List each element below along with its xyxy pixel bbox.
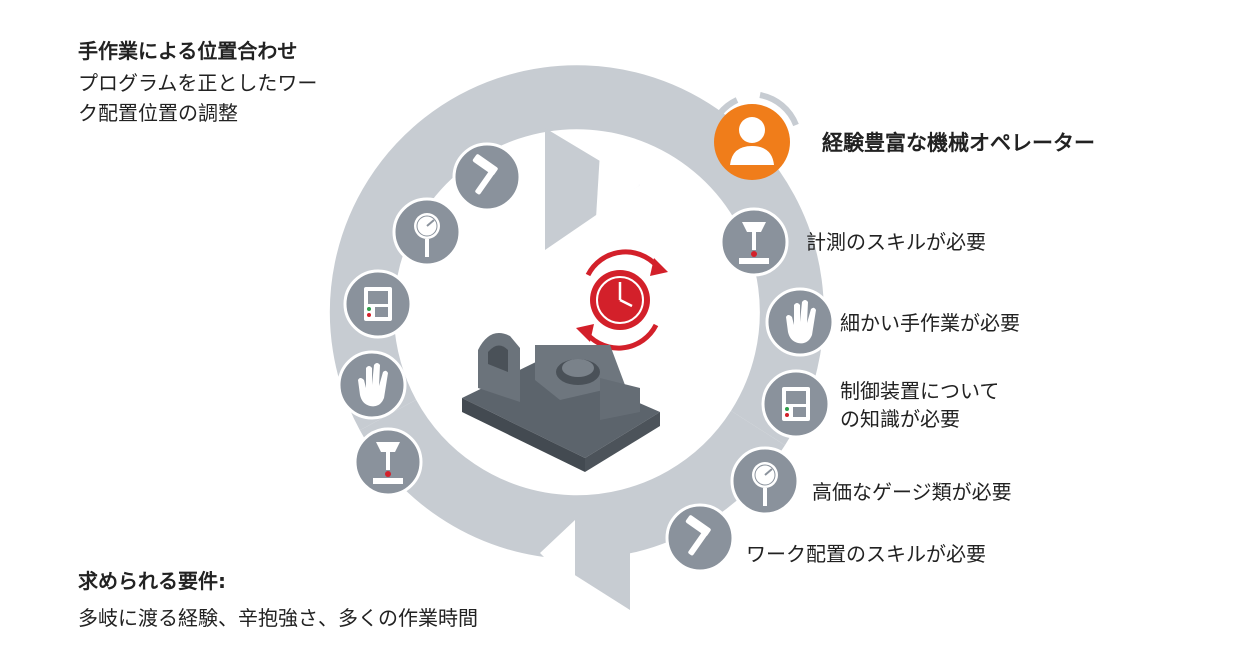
probe-icon [373, 442, 403, 484]
hammer-icon [685, 515, 711, 556]
operator-avatar [706, 92, 799, 183]
machined-part [462, 333, 660, 472]
top-left-title: 手作業による位置合わせ [78, 39, 298, 63]
hammer-icon [472, 154, 498, 195]
requirement-measurement-skill: 計測のスキルが必要 [806, 230, 986, 254]
bottom-left-description: 多岐に渡る経験、辛抱強さ、多くの作業時間 [78, 606, 478, 630]
left-icon-hand [337, 350, 407, 420]
right-icon-hand [765, 287, 835, 357]
top-left-description-line1: プログラムを正としたワー [78, 71, 318, 95]
right-icon-hammer [665, 503, 735, 573]
control-panel-icon [364, 287, 392, 321]
hand-icon [358, 363, 388, 407]
right-icon-control-panel [761, 369, 831, 439]
bottom-left-title: 求められる要件: [78, 569, 226, 593]
cycle-arrow-top [545, 128, 640, 250]
requirement-work-placement-skill: ワーク配置のスキルが必要 [746, 542, 986, 566]
user-icon [730, 117, 774, 165]
cycle-arrow-top-notch [596, 152, 640, 218]
probe-icon [739, 222, 769, 264]
requirement-control-knowledge-line2: の知識が必要 [840, 407, 960, 431]
cycle-arrow-bottom-notch [540, 520, 575, 588]
top-left-description: プログラムを正としたワー ク配置位置の調整 [78, 68, 317, 128]
clock-cycle-icon [576, 249, 668, 351]
hand-icon [786, 300, 816, 344]
gauge-icon [414, 213, 440, 257]
requirement-control-knowledge: 制御装置について の知識が必要 [840, 377, 999, 433]
gauge-icon [752, 462, 778, 506]
left-icon-hammer [452, 142, 522, 212]
cycle-arrow-bottom [540, 495, 630, 610]
top-left-description-line2: ク配置位置の調整 [78, 101, 238, 125]
right-icon-probe [719, 207, 789, 277]
right-icon-gauge [730, 446, 800, 516]
requirement-control-knowledge-line1: 制御装置について [840, 379, 1000, 403]
operator-label: 経験豊富な機械オペレーター [822, 131, 1095, 155]
left-icon-control-panel [343, 269, 413, 339]
control-panel-icon [782, 387, 810, 421]
requirement-manual-work: 細かい手作業が必要 [840, 311, 1020, 335]
left-icon-probe [353, 427, 423, 497]
requirement-expensive-gauges: 高価なゲージ類が必要 [812, 480, 1012, 504]
left-icon-gauge [392, 197, 462, 267]
